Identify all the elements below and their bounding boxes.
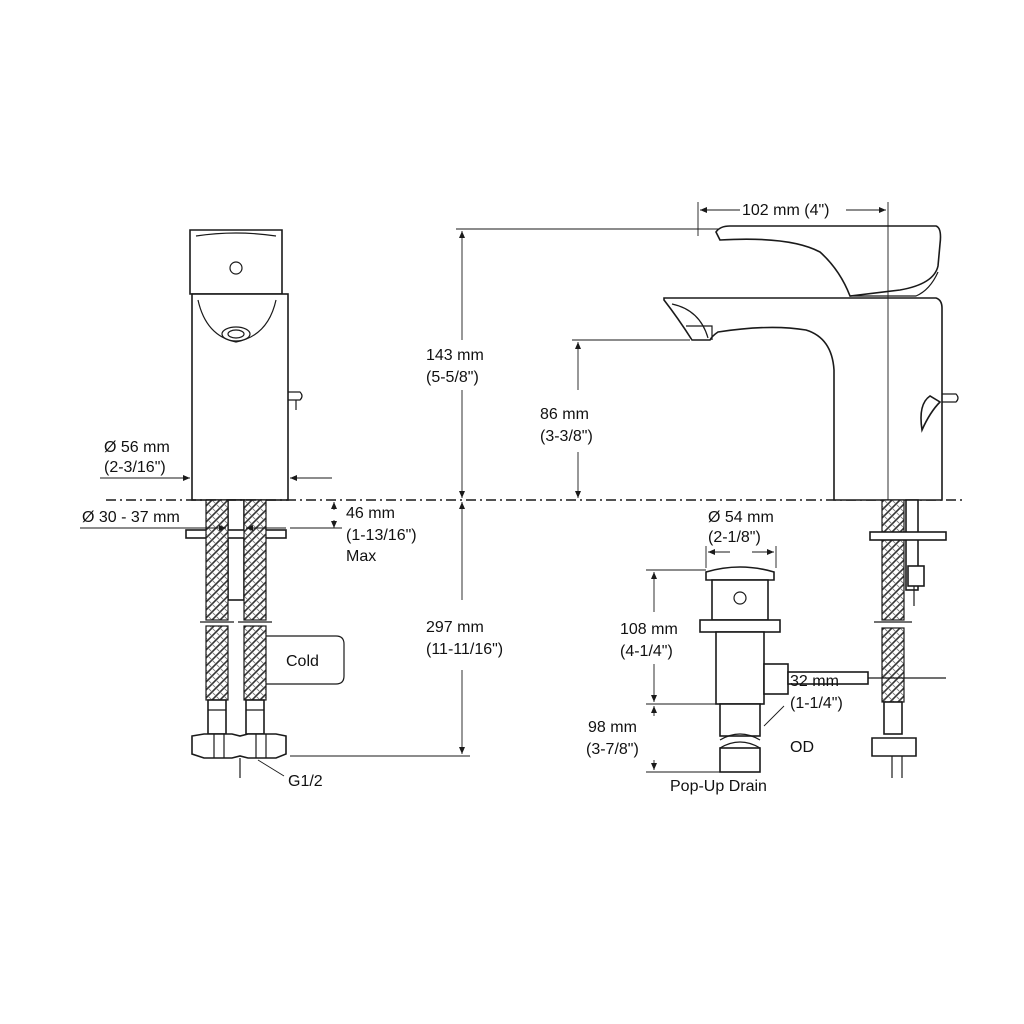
tail-mm: 98 mm — [588, 719, 637, 736]
base-diameter-dimension: Ø 56 mm (2-3/16") — [100, 439, 332, 481]
hot-hose — [205, 499, 229, 621]
tail-od-mm: 32 mm — [790, 673, 839, 690]
side-view — [663, 225, 959, 501]
tail-od-in: (1-1/4") — [790, 695, 843, 712]
side-body — [663, 297, 943, 501]
tail-in: (3-7/8") — [586, 741, 639, 758]
hole-diameter-dimension: Ø 30 - 37 mm — [80, 509, 286, 531]
spout-height-mm: 86 mm — [540, 406, 589, 423]
height-in: (5-5/8") — [426, 369, 479, 386]
base-dia-mm: Ø 56 mm — [104, 439, 170, 456]
cold-hose — [243, 499, 267, 621]
spout-height-in: (3-3/8") — [540, 428, 593, 445]
drain-dia-in: (2-1/8") — [708, 529, 761, 546]
pop-up-drain — [699, 566, 946, 773]
drain-length-dimension: 108 mm (4-1/4") — [620, 569, 716, 705]
deck-max: Max — [346, 548, 376, 565]
hose-in: (11-11/16") — [426, 641, 503, 658]
cold-callout: Cold — [266, 635, 345, 685]
hose-nuts — [191, 733, 287, 759]
tail-od-label: OD — [790, 739, 814, 756]
drain-len-in: (4-1/4") — [620, 643, 673, 660]
front-view — [185, 229, 303, 778]
hole-dia-label: Ø 30 - 37 mm — [82, 509, 180, 526]
height-mm: 143 mm — [426, 347, 484, 364]
side-handle — [715, 225, 942, 297]
spout-height-dimension: 86 mm (3-3/8") — [540, 339, 690, 498]
tailpiece-od-dimension: 32 mm (1-1/4") OD — [763, 673, 843, 756]
hose-mm: 297 mm — [426, 619, 484, 636]
drain-diameter-dimension: Ø 54 mm (2-1/8") — [705, 509, 777, 568]
drain-dia-mm: Ø 54 mm — [708, 509, 774, 526]
reach-label: 102 mm (4") — [742, 202, 829, 219]
side-underside — [869, 499, 947, 778]
thread-label: G1/2 — [288, 773, 323, 790]
deck-thickness-dimension: 46 mm (1-13/16") Max — [290, 502, 417, 565]
drain-len-mm: 108 mm — [620, 621, 678, 638]
spout-reach-dimension: 102 mm (4") — [697, 202, 889, 500]
deck-in: (1-13/16") — [346, 527, 417, 544]
tailpiece-length-dimension: 98 mm (3-7/8") — [586, 706, 720, 773]
popup-drain-label: Pop-Up Drain — [670, 778, 767, 795]
hose-length-dimension: 297 mm (11-11/16") — [290, 502, 503, 757]
deck-mm: 46 mm — [346, 505, 395, 522]
base-dia-in: (2-3/16") — [104, 459, 166, 476]
front-body — [191, 293, 289, 501]
cold-label: Cold — [286, 653, 319, 670]
